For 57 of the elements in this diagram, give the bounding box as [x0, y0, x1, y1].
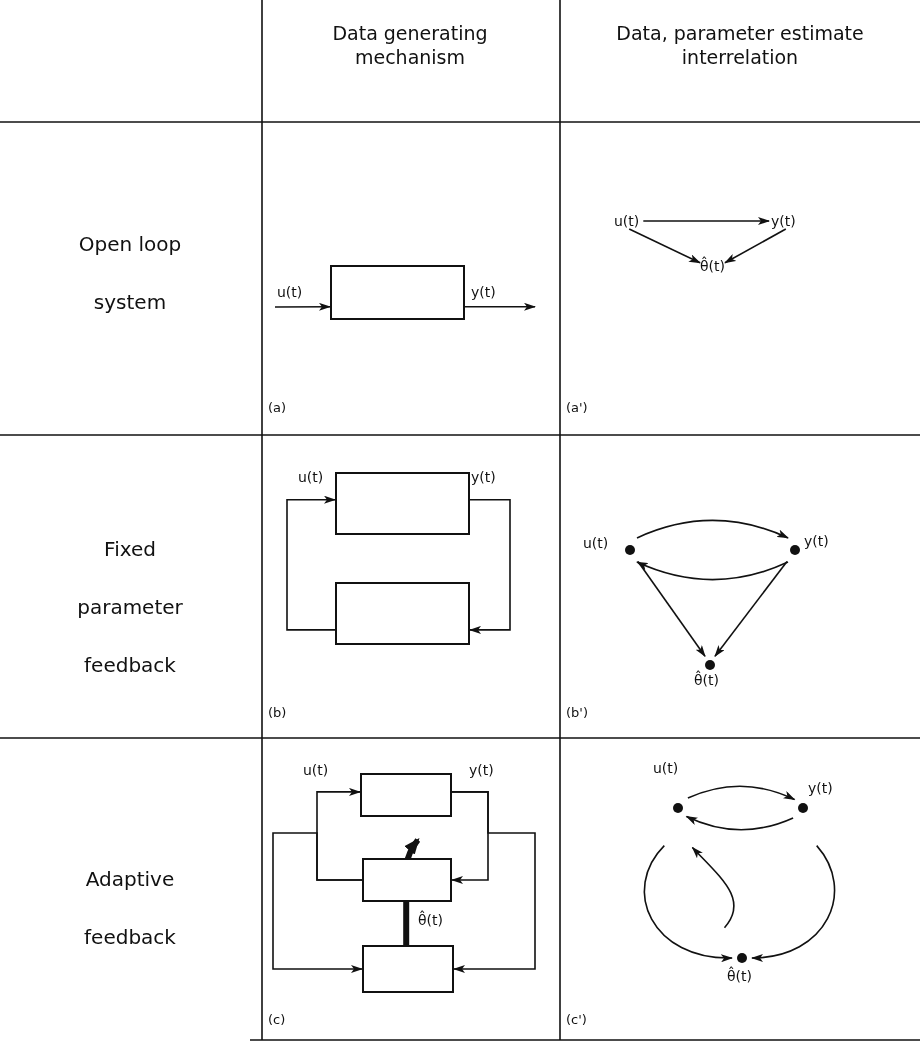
arrow [751, 844, 836, 962]
signal-label: y(t) [771, 213, 796, 229]
node-dot [625, 545, 635, 555]
node-dot [673, 803, 683, 813]
arrow [691, 846, 735, 929]
block-box [360, 773, 452, 817]
arrow [642, 217, 770, 225]
panel-label: (a) [268, 400, 287, 415]
arrow [643, 844, 733, 962]
edge-label: y(t) [468, 762, 495, 778]
node-label: θ̂(t) [727, 968, 752, 984]
signal-label: θ̂(t) [700, 258, 725, 274]
arrow [685, 815, 794, 831]
block-box [362, 858, 452, 902]
edge-label: y(t) [470, 284, 497, 300]
node-dot [798, 803, 808, 813]
arrow [286, 495, 336, 631]
node-dot [790, 545, 800, 555]
panel-label: (c) [268, 1012, 286, 1027]
panel-label: (a') [566, 400, 588, 415]
row-header: Fixed parameter feedback [76, 536, 184, 679]
arrow [636, 519, 789, 539]
block-box [330, 265, 465, 320]
row-header: Open loop system [77, 231, 183, 316]
arrow [714, 560, 788, 658]
row-header: Adaptive feedback [83, 866, 177, 951]
node-label: y(t) [804, 533, 829, 549]
node-label: y(t) [808, 780, 833, 796]
column-header: Data generating mechanism [331, 22, 489, 70]
arrow [636, 561, 789, 581]
block-box [335, 472, 470, 535]
panel-label: (b) [268, 705, 287, 720]
arrow [628, 228, 701, 264]
edge-label: y(t) [470, 469, 497, 485]
arrow [451, 791, 536, 973]
edge-label: u(t) [297, 469, 325, 485]
arrow [274, 302, 331, 311]
node-dot [705, 660, 715, 670]
column-header: Data, parameter estimate interrelation [615, 22, 865, 70]
arrow [637, 560, 706, 658]
arrow [724, 228, 787, 264]
node-dot [737, 953, 747, 963]
signal-label: u(t) [614, 213, 640, 229]
arrow [464, 302, 536, 311]
arrow [272, 832, 363, 973]
panel-label: (c') [566, 1012, 587, 1027]
block-box [335, 582, 470, 645]
arrow [469, 498, 511, 634]
node-label: u(t) [583, 535, 609, 551]
block-box [362, 945, 454, 993]
node-label: u(t) [653, 760, 679, 776]
node-label: θ̂(t) [694, 672, 719, 688]
arrow [687, 785, 796, 801]
edge-label: u(t) [276, 284, 304, 300]
edge-label: θ̂(t) [417, 912, 444, 928]
panel-label: (b') [566, 705, 588, 720]
edge-label: u(t) [302, 762, 330, 778]
